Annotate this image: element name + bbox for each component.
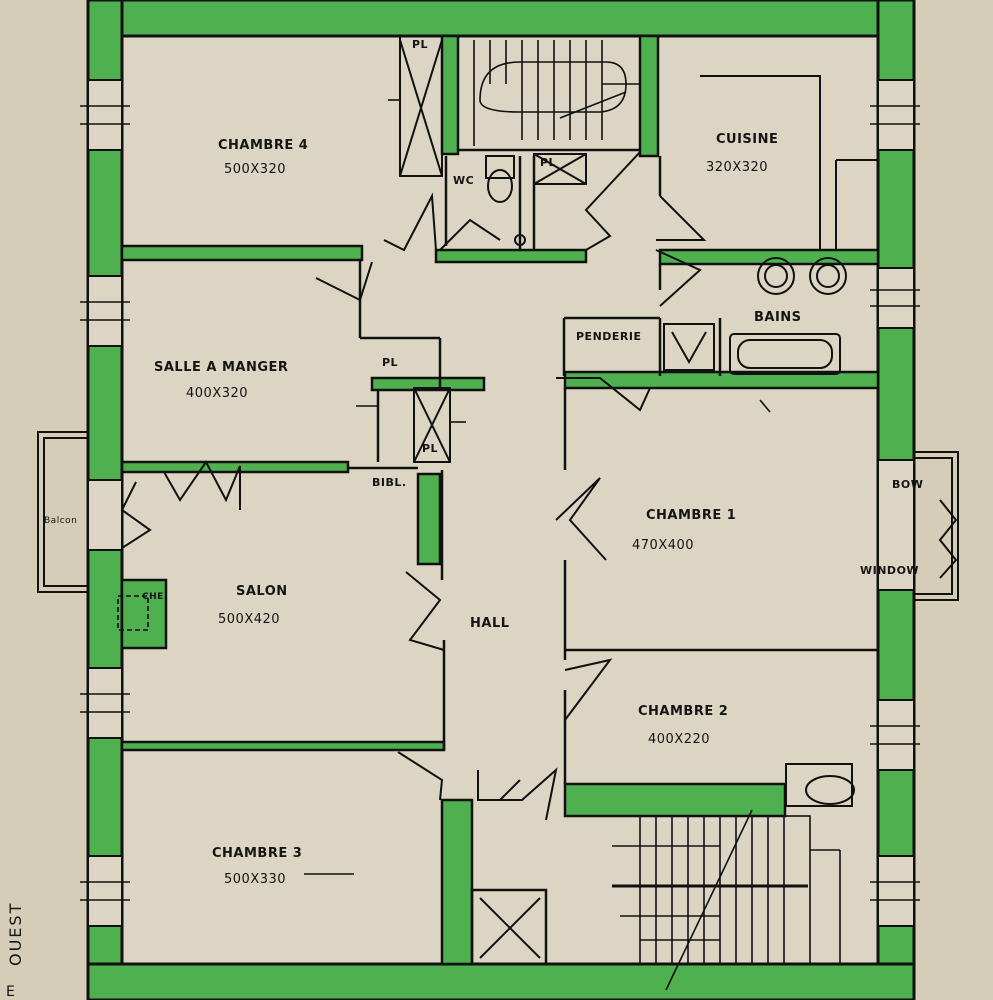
room-chambre1-dim: 470X400 — [632, 538, 695, 553]
closets — [399, 35, 715, 966]
room-chambre2-dim: 400X220 — [648, 732, 711, 747]
room-cuisine-name: CUISINE — [716, 132, 779, 147]
room-chambre3-dim: 500X330 — [224, 872, 287, 887]
penderie-label: PENDERIE — [576, 330, 642, 343]
ouest-label: OUEST — [6, 901, 25, 966]
pl-label-wc: PL — [540, 156, 557, 169]
pl-label-chambre4: PL — [412, 38, 429, 51]
window-label: WINDOW — [860, 564, 920, 577]
room-chambre4-name: CHAMBRE 4 — [218, 138, 309, 153]
stairs-top — [457, 35, 641, 151]
room-chambre1-name: CHAMBRE 1 — [646, 508, 737, 523]
interior-walls — [120, 34, 880, 966]
room-chambre3-name: CHAMBRE 3 — [212, 846, 303, 861]
room-cuisine-dim: 320X320 — [706, 160, 769, 175]
balcon-label: Balcon — [44, 516, 78, 526]
che-label: CHE. — [142, 592, 168, 602]
room-chambre4-dim: 500X320 — [224, 162, 287, 177]
room-salon-name: SALON — [236, 584, 288, 599]
room-salle-a-manger-dim: 400X320 — [186, 386, 249, 401]
room-salle-a-manger-name: SALLE A MANGER — [154, 360, 289, 375]
room-salon-dim: 500X420 — [218, 612, 281, 627]
room-chambre2-name: CHAMBRE 2 — [638, 704, 729, 719]
bow-window — [914, 451, 959, 601]
balcony — [37, 431, 88, 593]
wc-label: WC — [453, 174, 475, 187]
doors — [120, 151, 958, 821]
windows — [87, 79, 915, 927]
edge-letter-label: E — [6, 984, 16, 1000]
bibl-label: BIBL. — [372, 476, 407, 489]
bow-label: BOW — [892, 478, 924, 491]
fixtures — [485, 75, 878, 807]
room-hall-name: HALL — [470, 616, 510, 631]
pl-label-hall: PL — [422, 442, 439, 455]
pl-label-salle: PL — [382, 356, 399, 369]
room-bains-name: BAINS — [754, 310, 802, 325]
stairs-bottom — [612, 809, 841, 991]
